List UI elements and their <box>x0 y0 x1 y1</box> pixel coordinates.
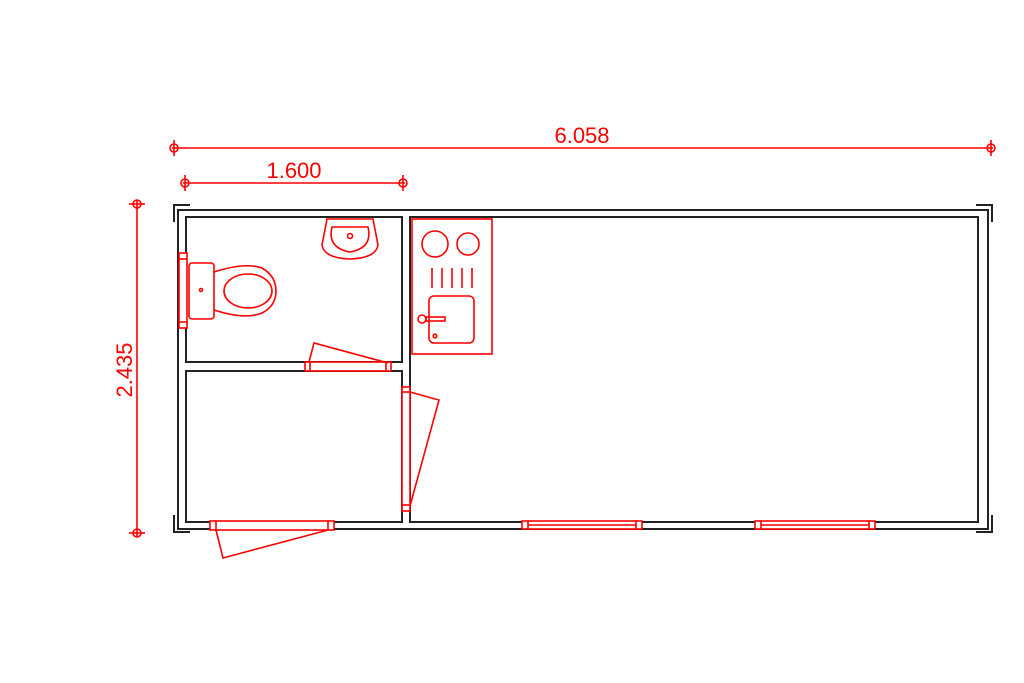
window-main-2 <box>754 520 876 530</box>
dimension-total-width: 2.435 <box>112 199 145 538</box>
hob-burner-small-icon <box>456 232 480 256</box>
dimension-label-wc: 1.600 <box>266 158 321 183</box>
hob-burner-large-icon <box>421 230 449 258</box>
window-wc <box>178 252 188 329</box>
toilet-icon <box>188 262 277 320</box>
walls <box>173 204 993 533</box>
room-wc <box>185 216 403 363</box>
dimension-total-length: 6.058 <box>169 123 996 156</box>
room-storage <box>185 370 403 523</box>
door-storage <box>401 386 440 512</box>
dimension-label-length: 6.058 <box>554 123 609 148</box>
room-main <box>409 216 979 523</box>
washbasin-icon <box>321 218 379 260</box>
kitchenette <box>411 218 493 355</box>
door-wc <box>304 342 392 372</box>
dimension-wc-width: 1.600 <box>180 158 408 191</box>
door-entry <box>209 520 335 559</box>
sink-icon <box>417 295 475 344</box>
dimension-label-width: 2.435 <box>112 342 137 397</box>
hob-controls-icon <box>431 268 473 288</box>
window-main-1 <box>521 520 643 530</box>
